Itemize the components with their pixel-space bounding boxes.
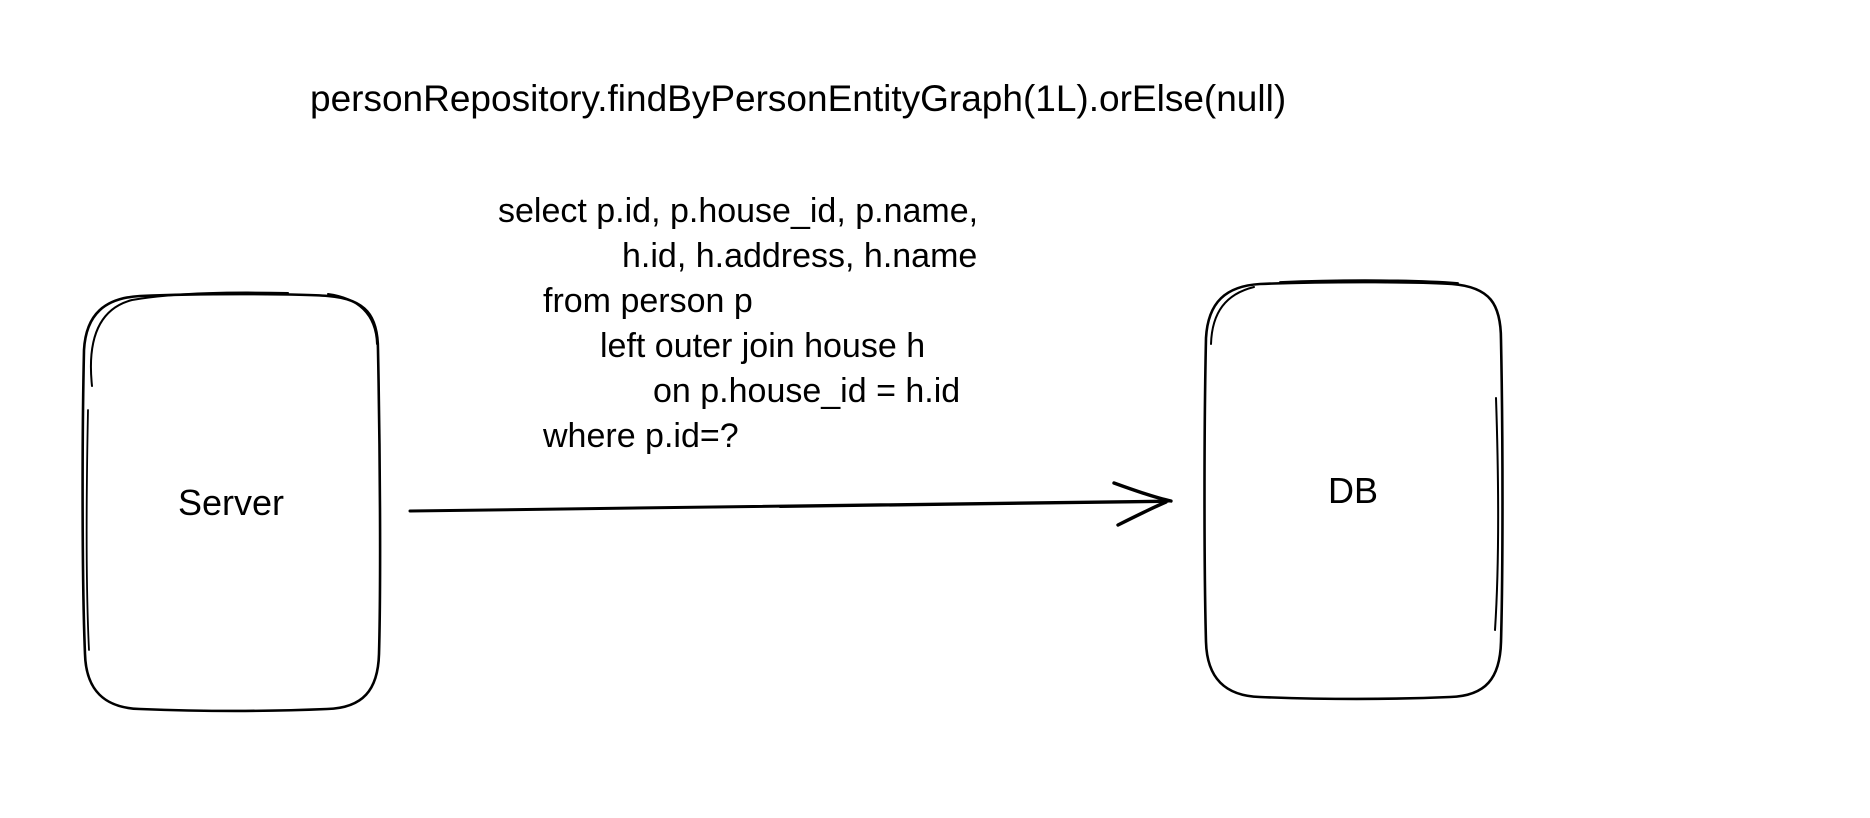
method-call-title: personRepository.findByPersonEntityGraph… [310,78,1287,119]
sql-line-columns: h.id, h.address, h.name [622,237,978,275]
sql-line-where: where p.id=? [543,417,739,455]
server-to-db-arrow [408,481,1173,527]
sql-line-select: select p.id, p.house_id, p.name, [498,192,979,230]
server-box-outline [81,291,382,713]
server-node: Server [78,290,384,716]
db-node: DB [1200,278,1506,704]
sql-line-join: left outer join house h [600,327,926,365]
sql-line-on: on p.house_id = h.id [653,372,961,410]
db-label: DB [1327,470,1378,511]
sql-query-annotation: select p.id, p.house_id, p.name, h.id, h… [498,189,978,459]
server-label: Server [177,482,285,523]
sql-line-from: from person p [543,282,753,320]
db-box-outline [1203,279,1504,701]
